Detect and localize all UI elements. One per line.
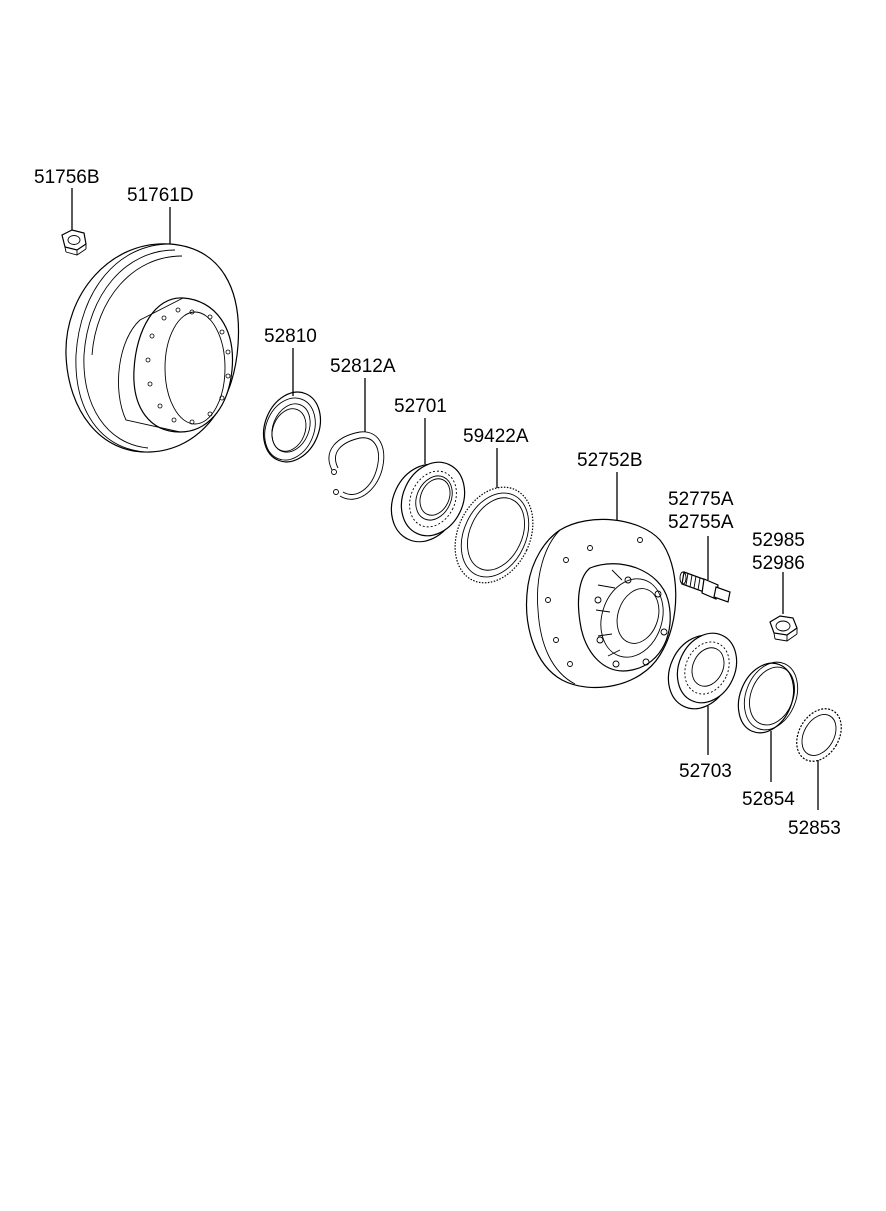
label-52853: 52853 <box>788 818 841 839</box>
part-52752B-hub[interactable] <box>525 518 677 689</box>
part-51761D-brake-disc[interactable] <box>65 243 240 453</box>
label-52985: 52985 <box>752 530 805 551</box>
label-51761D: 51761D <box>127 185 194 206</box>
label-52810: 52810 <box>264 326 317 347</box>
label-52986: 52986 <box>752 553 805 574</box>
part-52810-oil-seal[interactable] <box>253 384 330 471</box>
label-59422A: 59422A <box>463 426 529 447</box>
part-52985-hub-nut[interactable] <box>769 615 798 642</box>
label-52812A: 52812A <box>330 356 396 377</box>
part-51756B-nut[interactable] <box>61 229 87 256</box>
label-52775A: 52775A <box>668 489 734 510</box>
part-52703-outer-bearing[interactable] <box>657 624 748 720</box>
label-52752B: 52752B <box>577 450 643 471</box>
label-52755A: 52755A <box>668 512 734 533</box>
part-52853-bearing-cage[interactable] <box>788 701 851 769</box>
part-52701-inner-bearing[interactable] <box>379 452 476 553</box>
label-52701: 52701 <box>394 396 447 417</box>
part-52775A-hub-bolt[interactable] <box>679 571 731 603</box>
part-52854-bearing-race[interactable] <box>728 654 807 741</box>
part-52812A-snap-ring[interactable] <box>328 431 385 500</box>
label-52854: 52854 <box>742 789 795 810</box>
label-52703: 52703 <box>679 761 732 782</box>
part-59422A-tone-wheel[interactable] <box>440 474 548 595</box>
label-51756B: 51756B <box>34 167 100 188</box>
